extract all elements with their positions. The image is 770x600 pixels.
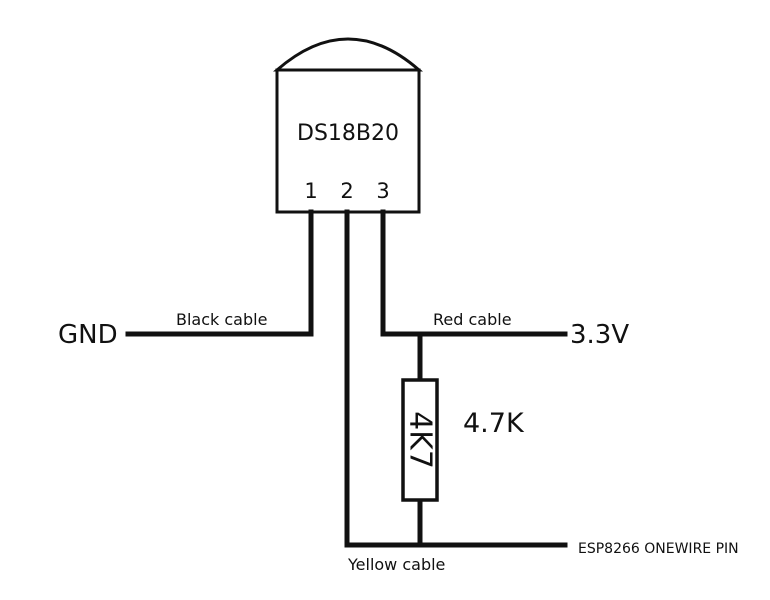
yellow-cable-wire [344, 209, 568, 548]
ds18b20-sensor: DS18B20 1 2 3 [272, 37, 424, 214]
sensor-name: DS18B20 [297, 121, 399, 146]
vcc-label: 3.3V [570, 320, 629, 350]
pin-1-number: 1 [304, 179, 317, 203]
resistor-code: 4K7 [403, 411, 438, 469]
pullup-resistor: 4K7 [401, 378, 439, 502]
pin-3-number: 3 [376, 179, 389, 203]
black-cable-label: Black cable [176, 310, 267, 329]
black-cable-wire [125, 209, 314, 337]
pin-2-number: 2 [340, 179, 353, 203]
yellow-cable-label: Yellow cable [347, 555, 445, 574]
resistor-body [401, 378, 439, 502]
sensor-body [275, 68, 421, 214]
red-cable-label: Red cable [433, 310, 512, 329]
resistor-value: 4.7K [463, 408, 525, 439]
red-cable-wire [380, 209, 568, 337]
onewire-pin-label: ESP8266 ONEWIRE PIN [578, 541, 739, 557]
gnd-label: GND [58, 320, 118, 350]
sensor-dome [272, 37, 424, 72]
